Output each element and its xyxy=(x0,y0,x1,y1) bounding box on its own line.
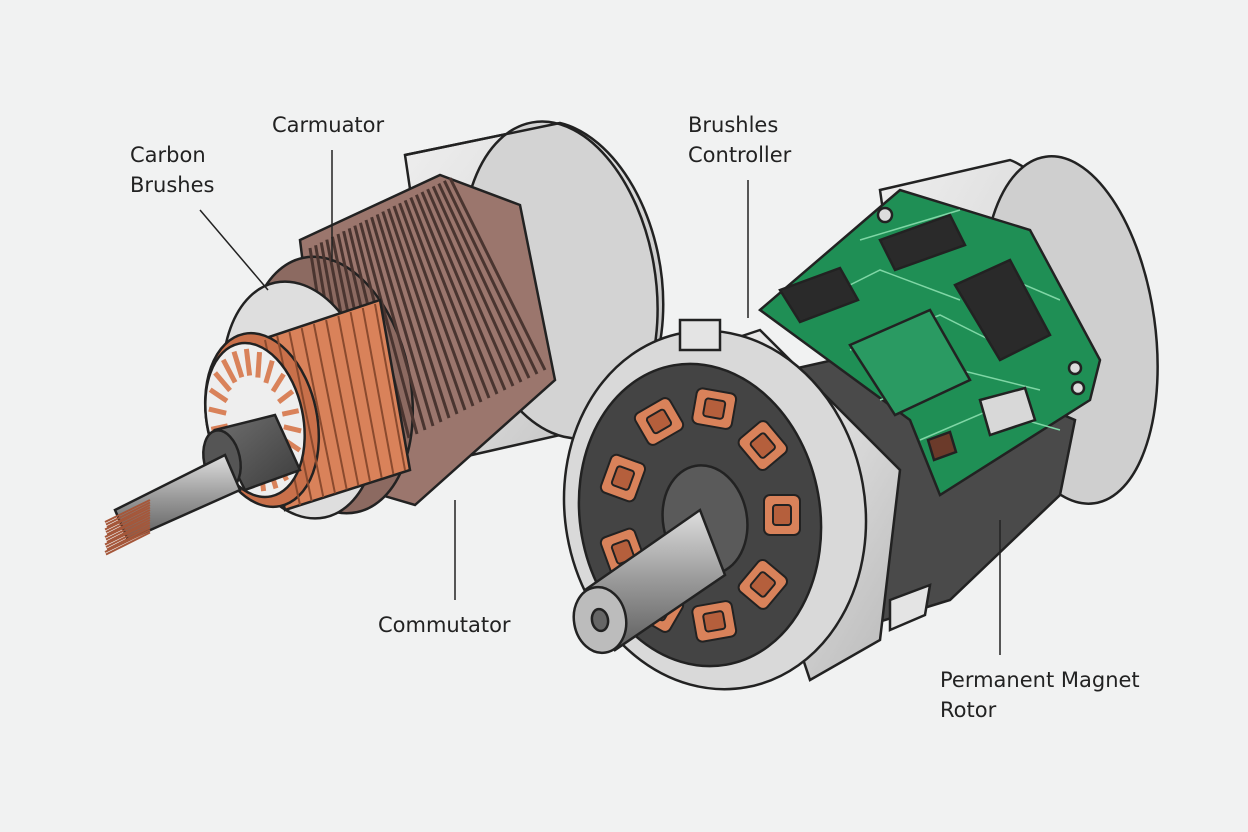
armature-slot xyxy=(381,211,451,419)
commutator-segment xyxy=(288,331,325,498)
label-line: Controller xyxy=(688,143,792,167)
armature-slot xyxy=(420,191,507,391)
bristle xyxy=(105,516,151,541)
armature-slot xyxy=(370,216,435,427)
winding-core xyxy=(749,571,776,598)
stator-windings xyxy=(599,387,801,643)
label-carbon-brushes: Carbon Brushes xyxy=(130,140,214,200)
winding-core xyxy=(645,408,673,435)
bristle xyxy=(106,511,151,536)
brushless-shaft xyxy=(572,464,749,655)
pcb-hole xyxy=(1067,360,1083,376)
bristle xyxy=(104,529,151,553)
label-line: Carbon xyxy=(130,143,206,167)
armature-slot xyxy=(398,202,475,407)
label-pm-rotor: Permanent Magnet Rotor xyxy=(940,665,1140,725)
winding-core xyxy=(610,465,635,491)
brushless-controller-pcb xyxy=(757,188,1102,497)
bristle xyxy=(104,521,151,546)
commutator-segment xyxy=(374,303,406,471)
bristle xyxy=(104,514,151,538)
stator-tooth xyxy=(691,600,738,643)
armature-slot xyxy=(358,222,419,435)
commutator-segment xyxy=(300,327,336,494)
label-line: Rotor xyxy=(940,698,997,722)
bristle xyxy=(104,506,151,531)
label-line: Brushles xyxy=(688,113,779,137)
stator-tooth xyxy=(633,397,685,446)
stator-tooth xyxy=(737,558,789,610)
armature-slot xyxy=(437,182,531,379)
armature-slot xyxy=(364,219,427,431)
radial-slot xyxy=(231,350,245,378)
chip-right xyxy=(953,258,1052,362)
commutator-segment xyxy=(337,315,371,482)
radial-slot xyxy=(221,358,238,384)
brushed-shaft xyxy=(113,413,302,542)
bristle xyxy=(105,509,151,533)
pcb-hole xyxy=(1070,380,1086,396)
radial-slot xyxy=(281,408,300,417)
brushed-motor-illustration xyxy=(104,120,665,556)
stator-tooth xyxy=(763,494,801,536)
armature-slot xyxy=(448,177,547,371)
winding-core xyxy=(749,432,776,459)
armature-slot xyxy=(403,199,483,403)
commutator-segment xyxy=(325,319,360,486)
chip-left xyxy=(778,266,860,324)
bristle xyxy=(106,504,151,528)
brushless-motor-illustration xyxy=(562,155,1159,691)
winding-core xyxy=(702,610,727,633)
pcb-hole xyxy=(876,206,894,224)
stator-tooth xyxy=(691,387,738,430)
brush-bristles xyxy=(104,499,151,556)
leader-carbon-brushes xyxy=(199,209,269,291)
commutator-segment xyxy=(349,311,383,478)
bristle xyxy=(104,499,151,523)
label-brushless-controller: Brushles Controller xyxy=(688,110,791,170)
commutator-segment xyxy=(312,323,348,490)
winding-core xyxy=(702,397,727,420)
chip-top xyxy=(878,213,967,272)
armature-slot xyxy=(409,197,491,399)
radial-slot xyxy=(263,359,275,384)
commutator-segment xyxy=(361,307,395,475)
label-commutator: Commutator xyxy=(378,613,511,637)
armature-slot xyxy=(431,185,523,383)
bristle xyxy=(105,524,151,548)
bristle xyxy=(106,519,151,543)
bristle xyxy=(105,531,151,556)
stator-tooth xyxy=(599,453,647,503)
radial-slot xyxy=(213,371,232,393)
radial-slot xyxy=(243,348,253,376)
radial-slot xyxy=(208,406,227,416)
radial-slot xyxy=(270,372,286,393)
radial-slot xyxy=(255,351,263,378)
radial-slot xyxy=(277,389,295,405)
radial-slot xyxy=(208,387,229,404)
label-line: Brushes xyxy=(130,173,215,197)
pcb-connector xyxy=(978,386,1037,437)
bristle xyxy=(106,526,151,551)
armature-slot xyxy=(375,213,443,423)
armature-slot xyxy=(386,208,459,415)
armature-slot xyxy=(415,194,499,395)
armature-slot xyxy=(392,205,467,411)
bristle xyxy=(105,501,151,526)
armature-slot xyxy=(426,188,515,387)
armature-slot xyxy=(443,180,539,375)
radial-slot xyxy=(283,424,302,434)
label-carmuator: Carmuator xyxy=(272,113,385,137)
label-line: Permanent Magnet xyxy=(940,668,1140,692)
stator-tooth xyxy=(737,420,789,472)
leader-lines xyxy=(199,150,1001,655)
chip-center xyxy=(848,308,972,417)
pcb-component xyxy=(926,430,958,462)
winding-core xyxy=(772,504,792,526)
